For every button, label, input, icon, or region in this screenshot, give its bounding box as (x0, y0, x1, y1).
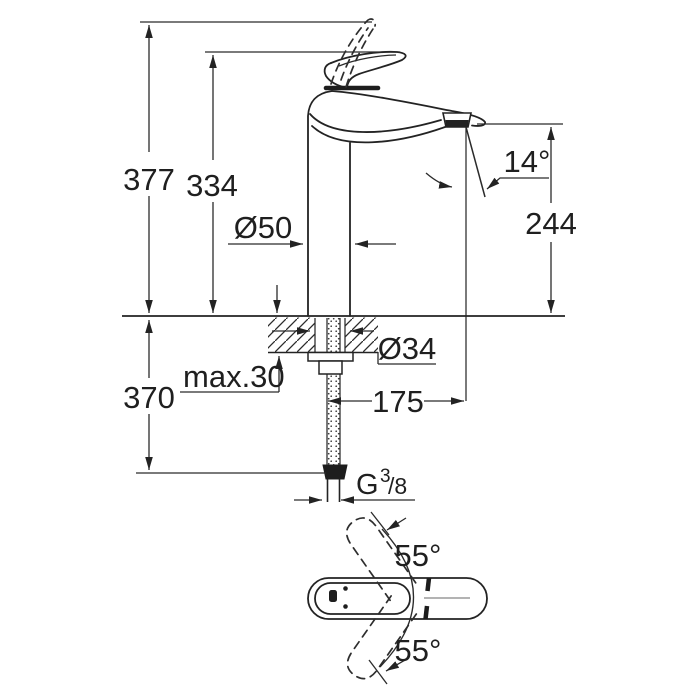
label-swivel-upper: 55° (395, 538, 442, 573)
dimension-annotations: 377 334 Ø50 244 14° Ø34 max.30 370 (123, 21, 577, 504)
mounting-assembly (307, 318, 354, 502)
swivel-arc-thick-top (425, 577, 432, 592)
label-outlet-height: 244 (525, 206, 577, 241)
spout-underside-outer (309, 113, 442, 133)
stream-angled-line (465, 126, 486, 198)
handle-inner-line (338, 54, 397, 67)
plan-handle-logo-mark (329, 590, 337, 602)
label-spout-reach: 175 (372, 384, 424, 419)
faucet-side-view (307, 18, 486, 401)
label-stream-angle: 14° (504, 144, 551, 179)
label-hole-diameter: Ø34 (378, 331, 437, 366)
plan-view-swivel: 55° 55° (307, 511, 488, 685)
swivel-arrow-top (386, 517, 407, 531)
body-left-outline (307, 90, 333, 317)
plan-handle-swung-down-dashed (346, 595, 418, 680)
swivel-arrow-bottom (385, 659, 406, 672)
swivel-tick-top (370, 511, 390, 536)
counter-hatch-left (268, 317, 315, 353)
spout-underside-inner (311, 125, 446, 144)
swivel-tick-bottom (368, 659, 388, 685)
hose-connector-nut (322, 464, 348, 480)
aerator (442, 112, 472, 128)
plan-handle-outline (314, 582, 411, 615)
mounting-flange (307, 351, 354, 362)
counter-hatch-right (345, 317, 378, 353)
label-thread-numerator: 3 (380, 466, 391, 487)
label-swivel-lower: 55° (395, 633, 442, 668)
label-thread-letter: G (356, 469, 379, 501)
handle-lever (323, 50, 407, 91)
leader-14deg (486, 177, 549, 190)
label-body-diameter: Ø50 (234, 210, 293, 245)
swivel-arc (379, 528, 415, 668)
label-overall-height: 377 (123, 162, 175, 197)
mounting-nut (318, 360, 343, 375)
swivel-arc-thick-bottom (423, 605, 430, 620)
label-thread-denominator: /8 (388, 473, 407, 499)
stream-arc-arrow (425, 172, 453, 189)
label-supply-length: 370 (123, 380, 175, 415)
counter-cross-section (122, 315, 565, 354)
label-max-deck-thickness: max.30 (183, 359, 285, 394)
label-lever-height: 334 (186, 168, 238, 203)
plan-handle-swung-up-dashed (345, 517, 417, 602)
plan-handle-dot-bottom (343, 604, 348, 609)
plan-handle-dot-top (343, 586, 348, 591)
plan-body-outline (307, 577, 488, 620)
